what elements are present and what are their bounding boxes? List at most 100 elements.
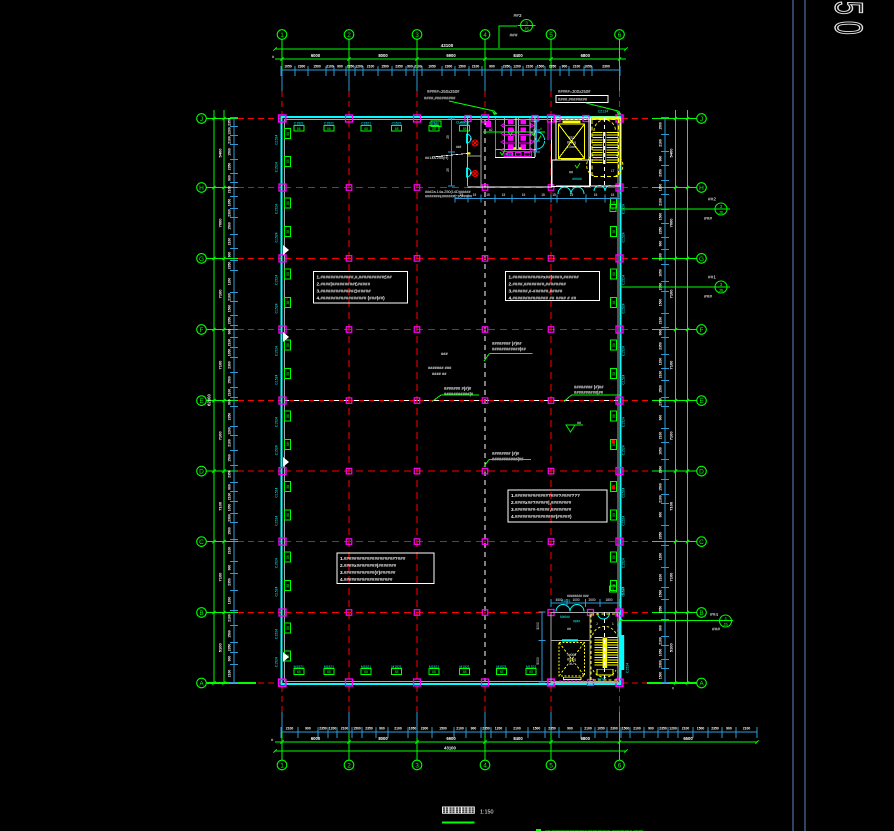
svg-text:1050: 1050 [409,727,417,731]
svg-text:2100: 2100 [228,614,232,622]
svg-text:3: 3 [525,20,528,25]
svg-text:C1521: C1521 [460,122,470,126]
svg-text:C1521: C1521 [324,122,334,126]
svg-text:2100: 2100 [659,637,663,645]
svg-text:88: 88 [612,555,616,559]
svg-text:F: F [200,327,204,334]
svg-text:1.#############,#,##########£#: 1.#############,#,##########£## [317,275,393,280]
svg-text:6900: 6900 [446,53,456,58]
svg-text:2300: 2300 [610,727,618,731]
svg-text:2350: 2350 [319,727,327,731]
svg-text:###########|#: ###########|# [444,392,474,397]
svg-text:1200: 1200 [355,65,363,69]
svg-text:7000: 7000 [218,218,223,228]
svg-text:4.###################: 4.################### [340,577,393,582]
svg-text:3.#############@#####: 3.#############@##### [317,289,372,294]
svg-text:2350: 2350 [228,118,232,126]
svg-text:#U: #U [569,662,574,666]
svg-text:2.####,########,########: 2.####,########,######## [509,282,567,287]
svg-text:C: C [199,539,204,546]
svg-text:6000: 6000 [311,53,321,58]
svg-text:7100: 7100 [669,360,674,370]
svg-text:##########|##: ##########|## [574,390,604,395]
svg-text:1050: 1050 [659,447,663,455]
svg-text:4: 4 [483,762,487,769]
svg-text:1: 1 [612,622,614,626]
svg-text:88: 88 [463,670,467,674]
svg-text:88: 88 [286,414,290,418]
svg-text:2100: 2100 [228,339,232,347]
svg-text:6900: 6900 [446,736,456,741]
svg-text:900: 900 [228,329,232,335]
svg-text:900: 900 [305,727,311,731]
svg-text:2100: 2100 [228,293,232,301]
svg-text:2300: 2300 [421,727,429,731]
svg-text:2.####x########|#######: 2.####x########|####### [340,563,397,568]
svg-text:1500: 1500 [659,213,663,221]
svg-text:J5: J5 [719,210,724,215]
svg-text:900: 900 [659,156,663,162]
svg-text:2350: 2350 [503,65,511,69]
svg-text:1200: 1200 [495,727,503,731]
svg-text:###2a.14a-250(14D)#####: ###2a.14a-250(14D)##### [425,190,471,194]
svg-text:F: F [700,327,704,334]
svg-text:####,#########: ####,######### [424,96,456,101]
svg-text:7100: 7100 [669,431,674,441]
svg-text:1500: 1500 [439,727,447,731]
svg-text:M1521: M1521 [361,665,371,669]
svg-text:2350: 2350 [659,342,663,350]
svg-text:#####=250x250#: #####=250x250# [427,89,460,94]
svg-text:J: J [596,622,598,626]
svg-text:2350: 2350 [228,644,232,652]
svg-text:900: 900 [659,330,663,336]
svg-text:7000: 7000 [669,218,674,228]
svg-text:88: 88 [612,442,616,446]
svg-text:1200: 1200 [669,727,677,731]
svg-text:6: 6 [618,32,622,39]
svg-text:C1524: C1524 [622,275,626,285]
svg-text:##3: ##3 [513,13,521,19]
svg-text:900: 900 [228,252,232,258]
svg-text:2100: 2100 [228,389,232,397]
svg-text:1200: 1200 [228,127,232,135]
svg-text:##14a-250(H): ##14a-250(H) [425,156,449,160]
svg-text:1200: 1200 [513,65,521,69]
svg-text:#: # [286,297,288,301]
svg-text:8: 8 [612,588,614,592]
svg-text:2100: 2100 [228,439,232,447]
svg-text:7100: 7100 [218,360,223,370]
svg-text:M1521: M1521 [294,665,304,669]
svg-text:###: ### [704,216,712,222]
svg-text:88: 88 [529,670,533,674]
svg-text:88: 88 [612,343,616,347]
svg-text:C1524: C1524 [275,445,279,455]
svg-text:4.################(#####): 4.################(#####) [511,514,572,519]
svg-text:###: ### [704,294,712,300]
svg-text:7100: 7100 [218,431,223,441]
svg-text:88: 88 [612,201,616,205]
svg-text:1500: 1500 [353,727,361,731]
svg-text:1200: 1200 [228,597,232,605]
svg-text:#: # [672,687,674,691]
svg-text:2300: 2300 [659,466,663,474]
svg-text:2100: 2100 [472,65,480,69]
svg-text:2.####x##?#####|,########: 2.####x##?#####|,######## [511,500,572,505]
svg-text:900: 900 [228,565,232,571]
svg-text:C1521: C1521 [361,122,371,126]
svg-text:#### ##: #### ## [432,371,447,376]
svg-text:C1524: C1524 [622,558,626,568]
svg-text:2.####|#########£#####: 2.####|#########£##### [317,282,371,287]
svg-text:15: 15 [486,193,490,197]
svg-text:#####=300x250#: #####=300x250# [558,89,591,94]
svg-text:4: 4 [483,32,487,39]
svg-text:3: 3 [720,282,723,287]
svg-text:900: 900 [489,65,495,69]
svg-text:88: 88 [434,122,438,126]
svg-text:1500: 1500 [659,483,663,491]
svg-text:1.############x##|####,######: 1.############x##|####,###### [509,275,580,280]
svg-text:B: B [199,610,203,617]
svg-text:3.############(#)######: 3.############(#)###### [340,570,396,575]
svg-text:2100: 2100 [584,727,592,731]
svg-text:C1524: C1524 [622,232,626,242]
svg-text:900: 900 [407,65,413,69]
